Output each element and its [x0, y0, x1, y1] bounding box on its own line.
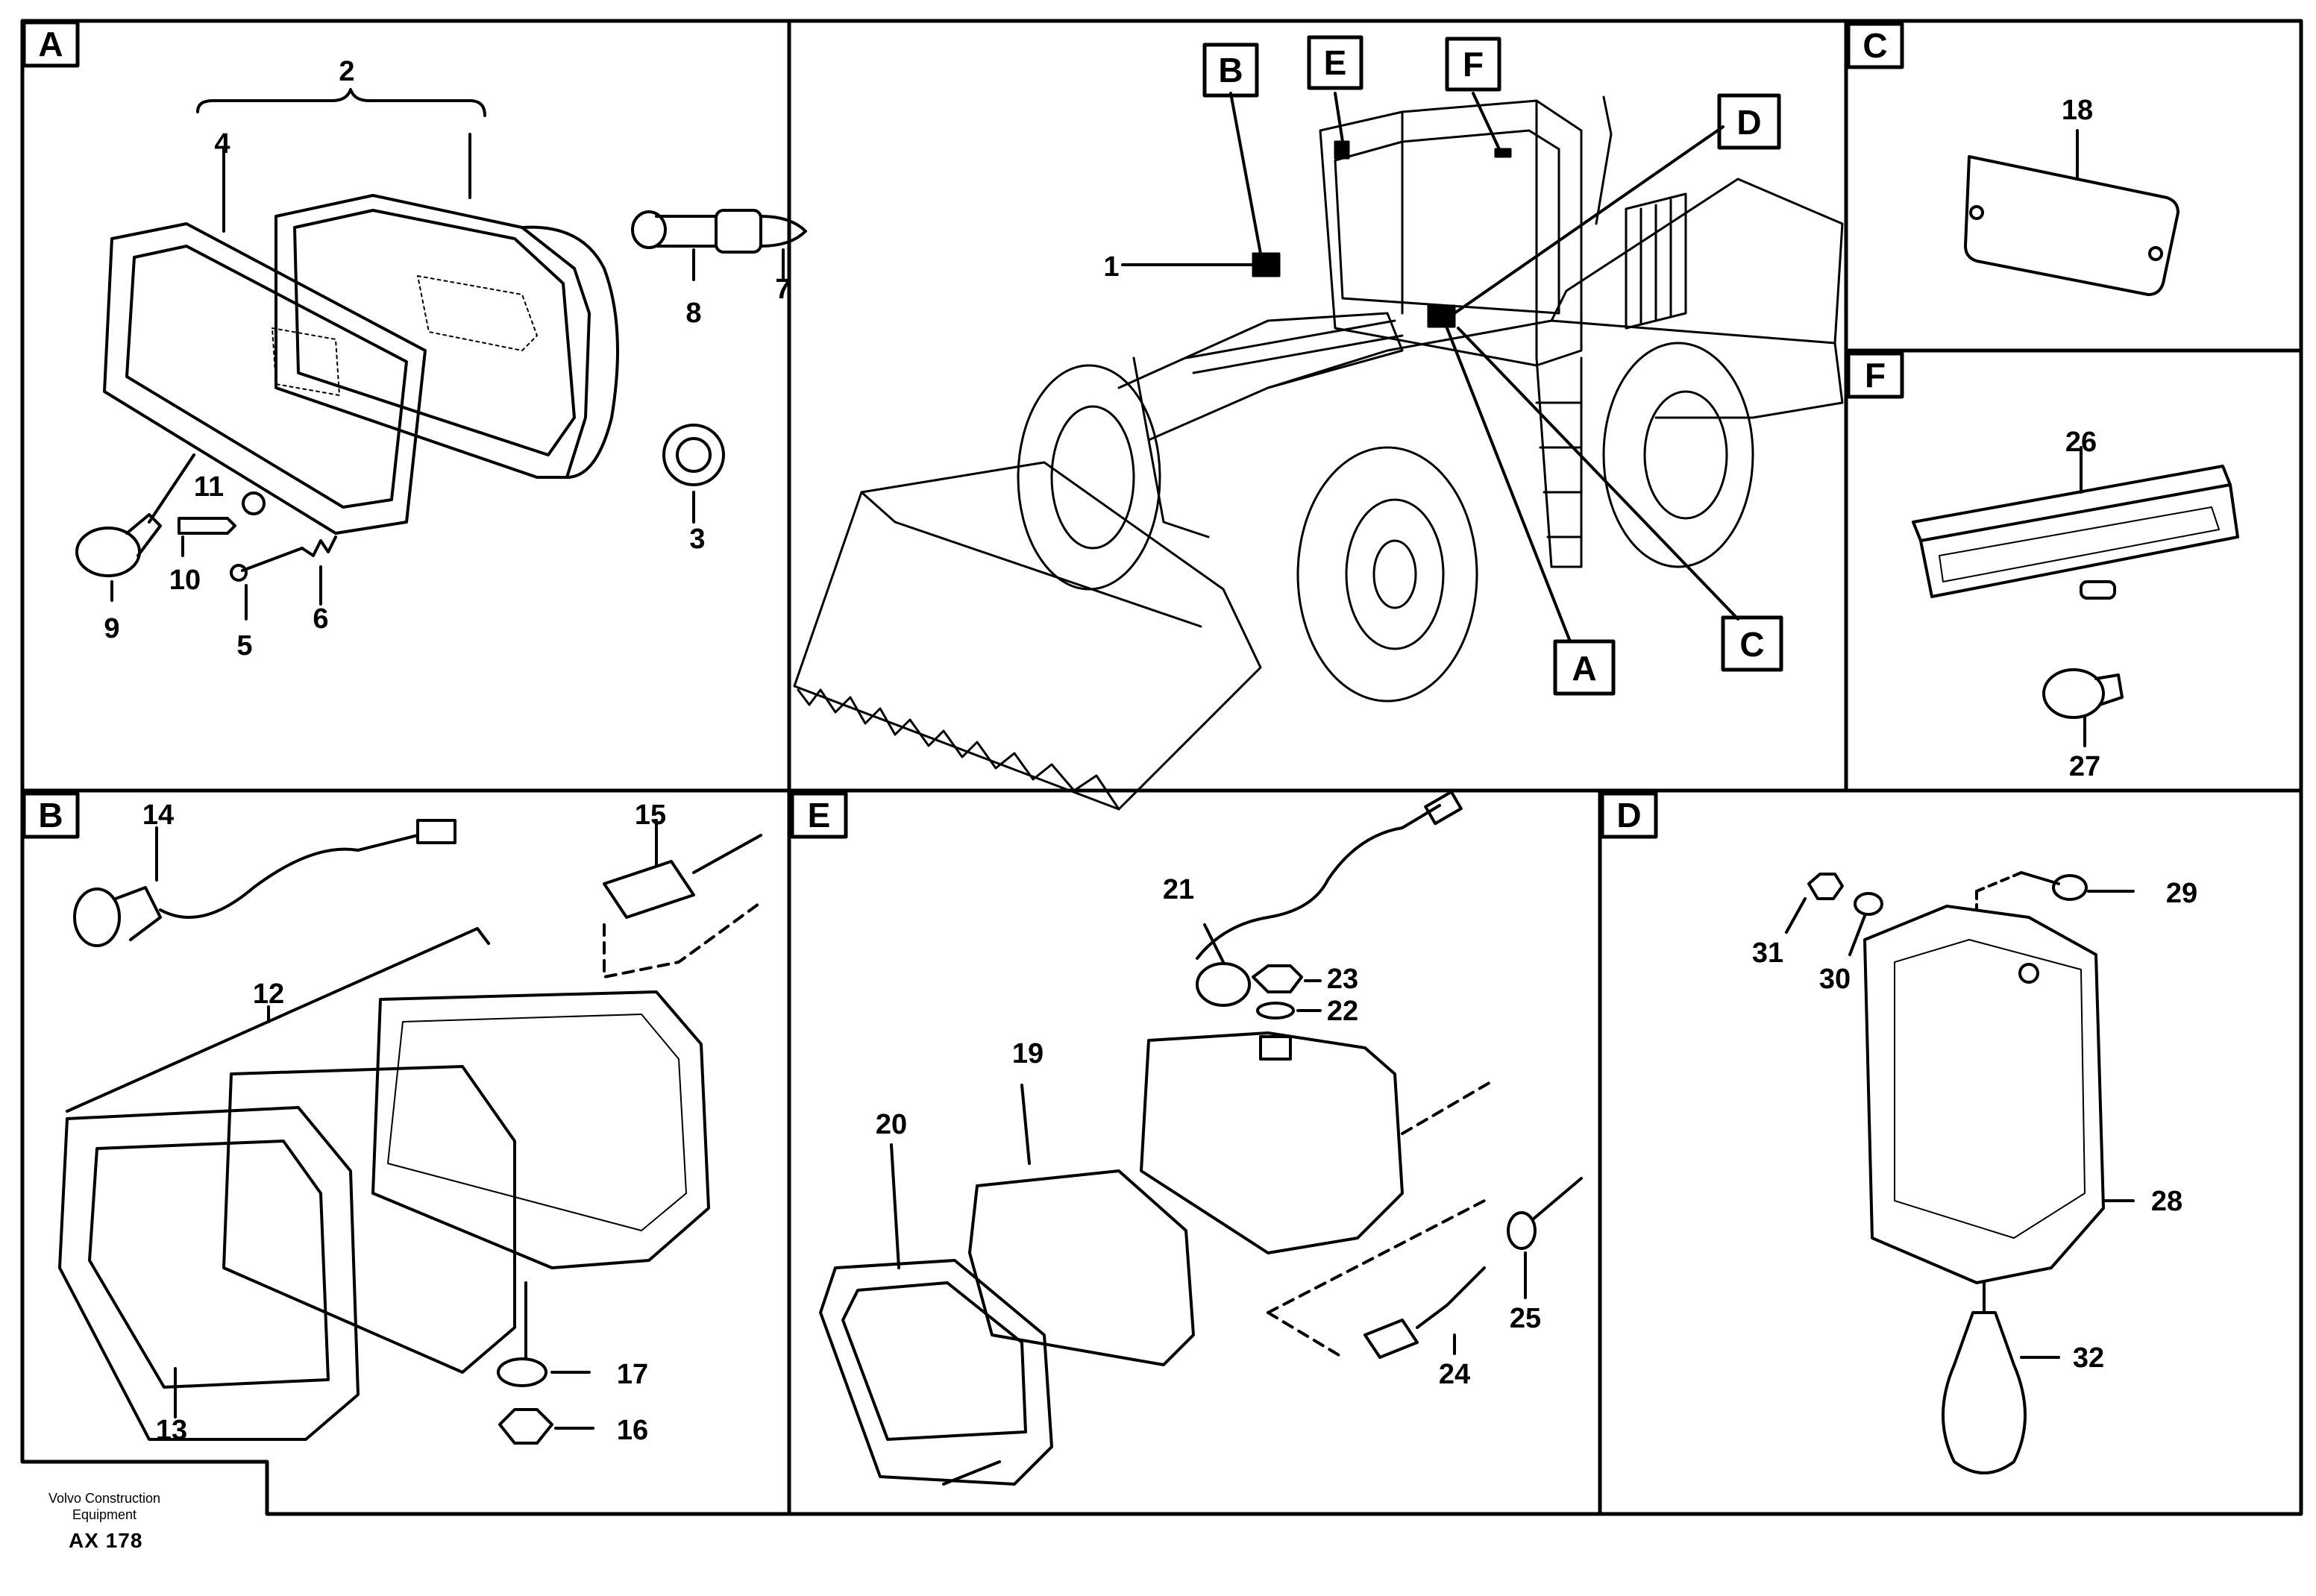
part-label-14: 14	[142, 799, 174, 831]
callout-e: E	[1324, 43, 1347, 82]
panel-labels: A C F B E D	[38, 25, 1887, 835]
callout-b: B	[1218, 51, 1243, 89]
part-label-23: 23	[1327, 964, 1358, 995]
part-label-5: 5	[236, 630, 252, 662]
overview-leader-lines	[1121, 92, 1739, 643]
part-label-2: 2	[339, 56, 354, 87]
panel-label-a: A	[38, 25, 63, 63]
footer-company-line1: Volvo Construction	[48, 1491, 161, 1506]
panel-label-d: D	[1616, 796, 1641, 835]
part-label-1: 1	[1103, 251, 1119, 283]
reflector-drawing	[1964, 129, 2180, 296]
part-label-30: 30	[1819, 964, 1851, 995]
part-label-24: 24	[1439, 1359, 1470, 1390]
part-label-7: 7	[775, 274, 791, 305]
part-label-9: 9	[104, 613, 119, 644]
footer-company: Volvo Construction Equipment	[22, 1490, 186, 1523]
footer-company-line2: Equipment	[72, 1507, 137, 1522]
part-label-15: 15	[635, 799, 666, 831]
panel-label-e: E	[808, 796, 831, 835]
part-label-10: 10	[169, 565, 201, 596]
callout-a: A	[1572, 649, 1596, 688]
part-label-4: 4	[214, 128, 230, 160]
part-label-13: 13	[156, 1415, 187, 1446]
part-label-12: 12	[253, 978, 284, 1010]
part-label-28: 28	[2151, 1186, 2182, 1217]
part-number-labels: 2 4 8 7 3 11 10 9 5 6 1 18 26 27 14 15 1…	[104, 56, 2197, 1446]
work-lamp-drawing	[58, 819, 762, 1445]
panel-frames	[20, 19, 2303, 1516]
part-label-21: 21	[1163, 874, 1194, 905]
panel-label-c: C	[1862, 26, 1887, 65]
marker-lamp-drawing	[1785, 871, 2135, 1474]
part-label-8: 8	[685, 298, 701, 329]
part-label-16: 16	[617, 1415, 648, 1446]
headlamp-assembly-drawing	[75, 88, 807, 621]
part-label-19: 19	[1012, 1038, 1044, 1069]
part-label-18: 18	[2062, 95, 2093, 126]
interior-lamp-drawing	[1912, 446, 2239, 747]
part-label-11: 11	[194, 471, 224, 503]
wheel-loader-overview-drawing	[793, 95, 1844, 811]
callout-d: D	[1736, 103, 1761, 142]
drawing-code: AX 178	[69, 1529, 143, 1552]
part-label-6: 6	[313, 603, 328, 635]
part-label-26: 26	[2065, 427, 2097, 458]
part-label-31: 31	[1752, 937, 1783, 969]
part-label-27: 27	[2069, 751, 2100, 782]
part-label-20: 20	[876, 1109, 907, 1140]
part-label-29: 29	[2166, 878, 2197, 909]
part-label-3: 3	[689, 524, 705, 555]
overview-callouts: B E F D A C	[1218, 43, 1764, 688]
callout-c: C	[1739, 625, 1764, 664]
part-label-22: 22	[1327, 996, 1358, 1027]
panel-letter-boxes	[22, 20, 1904, 839]
part-label-17: 17	[617, 1359, 648, 1390]
panel-label-f: F	[1865, 356, 1886, 395]
panel-label-b: B	[38, 796, 63, 835]
part-label-25: 25	[1510, 1303, 1541, 1334]
callout-f: F	[1463, 45, 1484, 84]
cab-work-lamp-drawing	[819, 790, 1583, 1486]
part-label-32: 32	[2073, 1342, 2104, 1374]
